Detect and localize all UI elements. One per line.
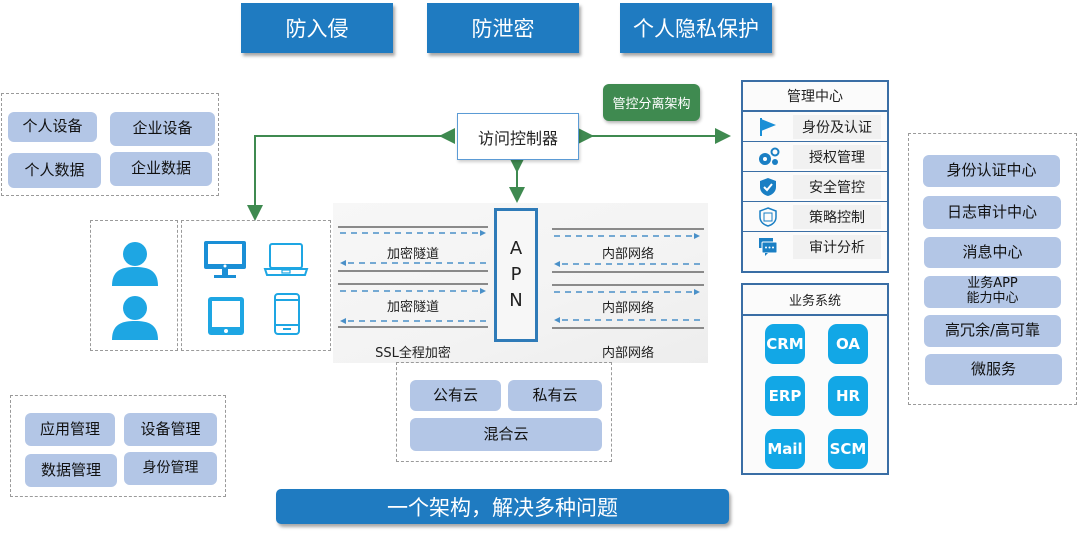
internal-network-footer: 内部网络: [601, 346, 654, 361]
apn-letter: N: [509, 290, 523, 311]
pill-device-management: 设备管理: [124, 413, 217, 446]
tablet-icon: [208, 297, 244, 335]
mgmt-item-label: 策略控制: [793, 204, 881, 229]
tunnel-border: [338, 270, 488, 272]
pill-private-cloud: 私有云: [508, 380, 602, 411]
management-center-title: 管理中心: [743, 82, 887, 112]
biz-tile-erp: ERP: [765, 376, 805, 416]
tunnel-border: [552, 284, 704, 286]
shield-check-icon: [743, 177, 793, 197]
separation-architecture-badge: 管控分离架构: [603, 84, 700, 121]
pill-enterprise-data: 企业数据: [110, 152, 212, 186]
tunnel-border: [338, 283, 488, 285]
mgmt-item-policy-control: 策略控制: [743, 202, 887, 232]
apn-letter: A: [509, 238, 523, 259]
banner-privacy-protection: 个人隐私保护: [620, 3, 772, 53]
access-controller: 访问控制器: [457, 113, 579, 160]
internal-network-label-1: 内部网络: [601, 247, 654, 262]
flag-icon: [743, 117, 793, 137]
gears-icon: [743, 147, 793, 167]
pill-hybrid-cloud: 混合云: [410, 418, 602, 451]
tunnel-border: [552, 228, 704, 230]
tunnel-arrows: [340, 288, 488, 324]
mgmt-item-security-control: 安全管控: [743, 172, 887, 202]
pill-message-center: 消息中心: [924, 237, 1061, 268]
tunnel-border: [552, 327, 704, 329]
internal-network-label-2: 内部网络: [601, 301, 654, 316]
chat-bubble-icon: [743, 237, 793, 257]
data-group: [1, 93, 219, 196]
pill-personal-device: 个人设备: [8, 112, 97, 142]
tunnel-arrows: [554, 289, 702, 323]
tunnel-label-encrypted-1: 加密隧道: [386, 247, 439, 262]
desktop-monitor-icon: [204, 241, 246, 278]
pill-microservices: 微服务: [925, 354, 1062, 385]
user-icon: [112, 296, 158, 340]
business-systems-title: 业务系统: [743, 285, 887, 316]
management-center: 管理中心 身份及认证 授权管理 安全管控 策略控制 审计分析: [741, 80, 889, 273]
cloud-group: [396, 362, 612, 462]
banner-anti-intrusion: 防入侵: [241, 3, 393, 53]
bottom-slogan-banner: 一个架构，解决多种问题: [276, 489, 729, 524]
pill-public-cloud: 公有云: [410, 380, 501, 411]
users-group: [90, 220, 178, 351]
mgmt-item-label: 审计分析: [793, 235, 881, 259]
tunnel-border: [552, 271, 704, 273]
pill-identity-management: 身份管理: [124, 452, 217, 485]
tunnel-border: [338, 226, 488, 228]
tunnel-border: [338, 326, 488, 328]
banner-anti-leak: 防泄密: [427, 3, 579, 53]
tunnel-arrows: [340, 230, 488, 266]
laptop-icon: [263, 243, 309, 276]
biz-tile-crm: CRM: [765, 324, 805, 364]
mgmt-item-label: 安全管控: [793, 174, 881, 199]
shield-limit-icon: [743, 206, 793, 227]
mgmt-item-authorization: 授权管理: [743, 142, 887, 172]
mgmt-item-audit-analysis: 审计分析: [743, 232, 887, 262]
apn-letter: P: [510, 264, 522, 285]
pill-identity-center: 身份认证中心: [923, 155, 1060, 187]
mgmt-item-identity-auth: 身份及认证: [743, 112, 887, 142]
pill-business-app-center: 业务APP 能力中心: [924, 276, 1061, 308]
pill-log-audit-center: 日志审计中心: [923, 196, 1061, 229]
biz-tile-hr: HR: [828, 376, 868, 416]
tunnel-arrows: [554, 233, 702, 267]
ssl-encryption-label: SSL全程加密: [375, 346, 451, 361]
pill-data-management: 数据管理: [25, 454, 117, 487]
biz-tile-scm: SCM: [828, 429, 868, 469]
admin-group: [10, 395, 226, 497]
apn-gateway: A P N: [494, 208, 538, 342]
arrow-controller-to-devices: [247, 128, 455, 221]
biz-tile-mail: Mail: [765, 429, 805, 469]
mgmt-item-label: 授权管理: [793, 144, 881, 169]
pill-enterprise-device: 企业设备: [110, 112, 215, 146]
pill-app-management: 应用管理: [25, 413, 115, 446]
pill-personal-data: 个人数据: [8, 153, 101, 188]
user-icon: [112, 242, 158, 286]
smartphone-icon: [274, 293, 300, 335]
mgmt-item-label: 身份及认证: [793, 114, 881, 139]
tunnel-label-encrypted-2: 加密隧道: [386, 300, 439, 315]
pill-high-availability: 高冗余/高可靠: [924, 315, 1061, 347]
devices-group: [181, 220, 331, 351]
biz-tile-oa: OA: [828, 324, 868, 364]
services-group: [908, 133, 1077, 405]
